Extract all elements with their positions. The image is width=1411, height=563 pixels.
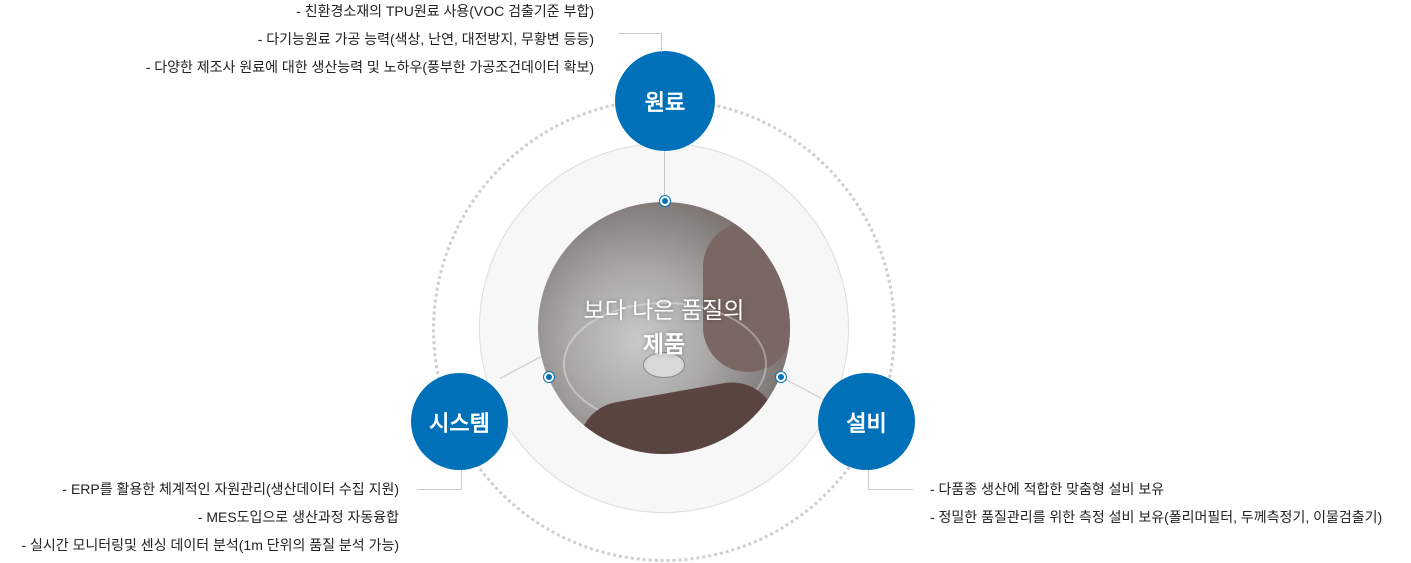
- connector-raw: [664, 150, 665, 200]
- list-item: - 실시간 모니터링및 센싱 데이터 분석(1m 단위의 품질 분석 가능): [21, 537, 399, 553]
- product-photo: [538, 202, 790, 454]
- node-label: 설비: [846, 410, 887, 436]
- equipment-list: - 다품종 생산에 적합한 맞춤형 설비 보유 - 정밀한 품질관리를 위한 측…: [930, 475, 1382, 531]
- list-item: - ERP를 활용한 체계적인 자원관리(생산데이터 수집 지원): [62, 481, 399, 497]
- leader-equipment-h: [868, 489, 913, 490]
- node-dot-raw: [660, 196, 670, 206]
- system-list: - ERP를 활용한 체계적인 자원관리(생산데이터 수집 지원) - MES도…: [21, 475, 399, 559]
- node-equipment: 설비: [818, 373, 915, 470]
- node-raw-material: 원료: [615, 51, 715, 151]
- center-line2: 제품: [642, 331, 686, 357]
- leader-raw-v: [661, 33, 662, 52]
- node-label: 원료: [644, 90, 686, 115]
- leader-system-v: [461, 470, 462, 490]
- list-item: - MES도입으로 생산과정 자동융합: [197, 509, 399, 525]
- list-item: - 정밀한 품질관리를 위한 측정 설비 보유(폴리머필터, 두께측정기, 이물…: [930, 509, 1383, 525]
- list-item: - 다양한 제조사 원료에 대한 생산능력 및 노하우(풍부한 가공조건데이터 …: [145, 59, 594, 75]
- leader-equipment-v: [868, 470, 869, 490]
- node-label: 시스템: [429, 410, 490, 436]
- center-caption: 보다 나은 품질의 제품: [538, 293, 790, 361]
- list-item: - 다품종 생산에 적합한 맞춤형 설비 보유: [930, 481, 1165, 497]
- node-dot-equipment: [776, 372, 786, 382]
- node-system: 시스템: [411, 373, 508, 470]
- leader-raw-h: [618, 33, 662, 34]
- node-dot-system: [544, 372, 554, 382]
- list-item: - 다기능원료 가공 능력(색상, 난연, 대전방지, 무황변 등등): [257, 31, 594, 47]
- leader-system-h: [417, 489, 462, 490]
- center-line1: 보다 나은 품질의: [583, 297, 745, 323]
- raw-material-list: - 친환경소재의 TPU원료 사용(VOC 검출기준 부합) - 다기능원료 가…: [146, 0, 594, 81]
- list-item: - 친환경소재의 TPU원료 사용(VOC 검출기준 부합): [296, 3, 594, 19]
